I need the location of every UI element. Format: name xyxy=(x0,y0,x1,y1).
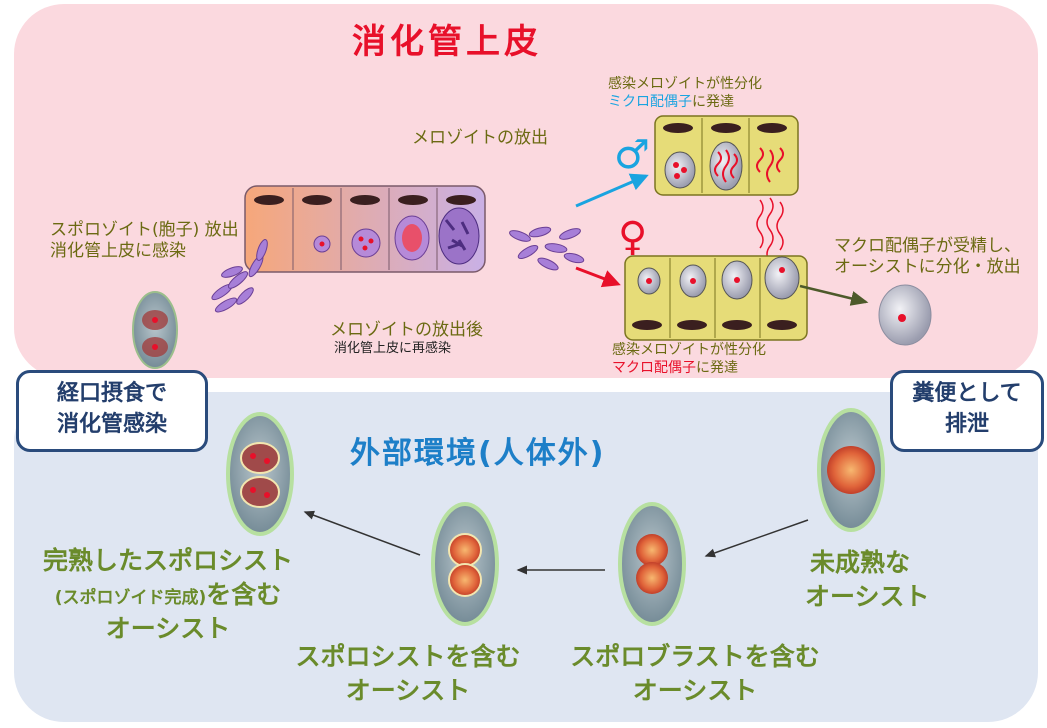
immature-oocyst-label: 未成熟な オーシスト xyxy=(805,548,930,611)
male-symbol: ♂ xyxy=(614,132,650,178)
microgametes xyxy=(756,197,784,263)
arrow-to-male xyxy=(575,173,649,208)
ingested-oocyst xyxy=(132,291,178,369)
fecal-excretion-box: 糞便として 排泄 xyxy=(890,370,1044,452)
sporozoites xyxy=(211,239,268,313)
fertilized-oocyst xyxy=(878,284,932,346)
micro-gamete-cells xyxy=(654,115,799,196)
macro-gamete-cells xyxy=(624,255,808,341)
merozoite-reinfection-label: メロゾイトの放出後 消化管上皮に再感染 xyxy=(330,320,483,357)
arrow-immature-to-sporoblast xyxy=(704,519,809,558)
gut-epithelium-panel xyxy=(14,4,1038,378)
sporoblast-oocyst-label: スポロブラストを含む オーシスト xyxy=(570,642,820,705)
merozoite-release-label: メロゾイトの放出 xyxy=(412,128,548,148)
arrow-sporocyst-to-mature xyxy=(303,510,421,556)
sporocyst-oocyst xyxy=(431,502,499,626)
merozoites xyxy=(509,226,585,271)
immature-oocyst xyxy=(817,408,885,532)
external-environment-title: 外部環境(人体外) xyxy=(350,436,606,471)
sporocyst-oocyst-label: スポロシストを含む オーシスト xyxy=(295,642,521,705)
mature-oocyst xyxy=(226,412,294,536)
micro-gamete-label: 感染メロゾイトが性分化 ミクロ配偶子に発達 xyxy=(608,76,762,110)
macro-gamete-label: 感染メロゾイトが性分化 マクロ配偶子に発達 xyxy=(612,342,766,376)
gut-epithelium-title: 消化管上皮 xyxy=(352,22,542,62)
female-symbol: ♀ xyxy=(618,214,648,260)
oral-infection-box: 経口摂食で 消化管感染 xyxy=(16,370,208,452)
arrow-to-zygote xyxy=(799,284,869,306)
epithelial-cell-row xyxy=(244,185,486,273)
sporoblast-oocyst xyxy=(618,502,686,626)
mature-oocyst-label: 完熟したスポロシスト (スポロゾイド完成)を含む オーシスト xyxy=(42,546,293,643)
fertilization-label: マクロ配偶子が受精し、 オーシストに分化・放出 xyxy=(834,236,1021,278)
sporozoite-label: スポロゾイト(胞子) 放出 消化管上皮に感染 xyxy=(50,220,239,262)
arrow-to-female xyxy=(575,266,621,288)
